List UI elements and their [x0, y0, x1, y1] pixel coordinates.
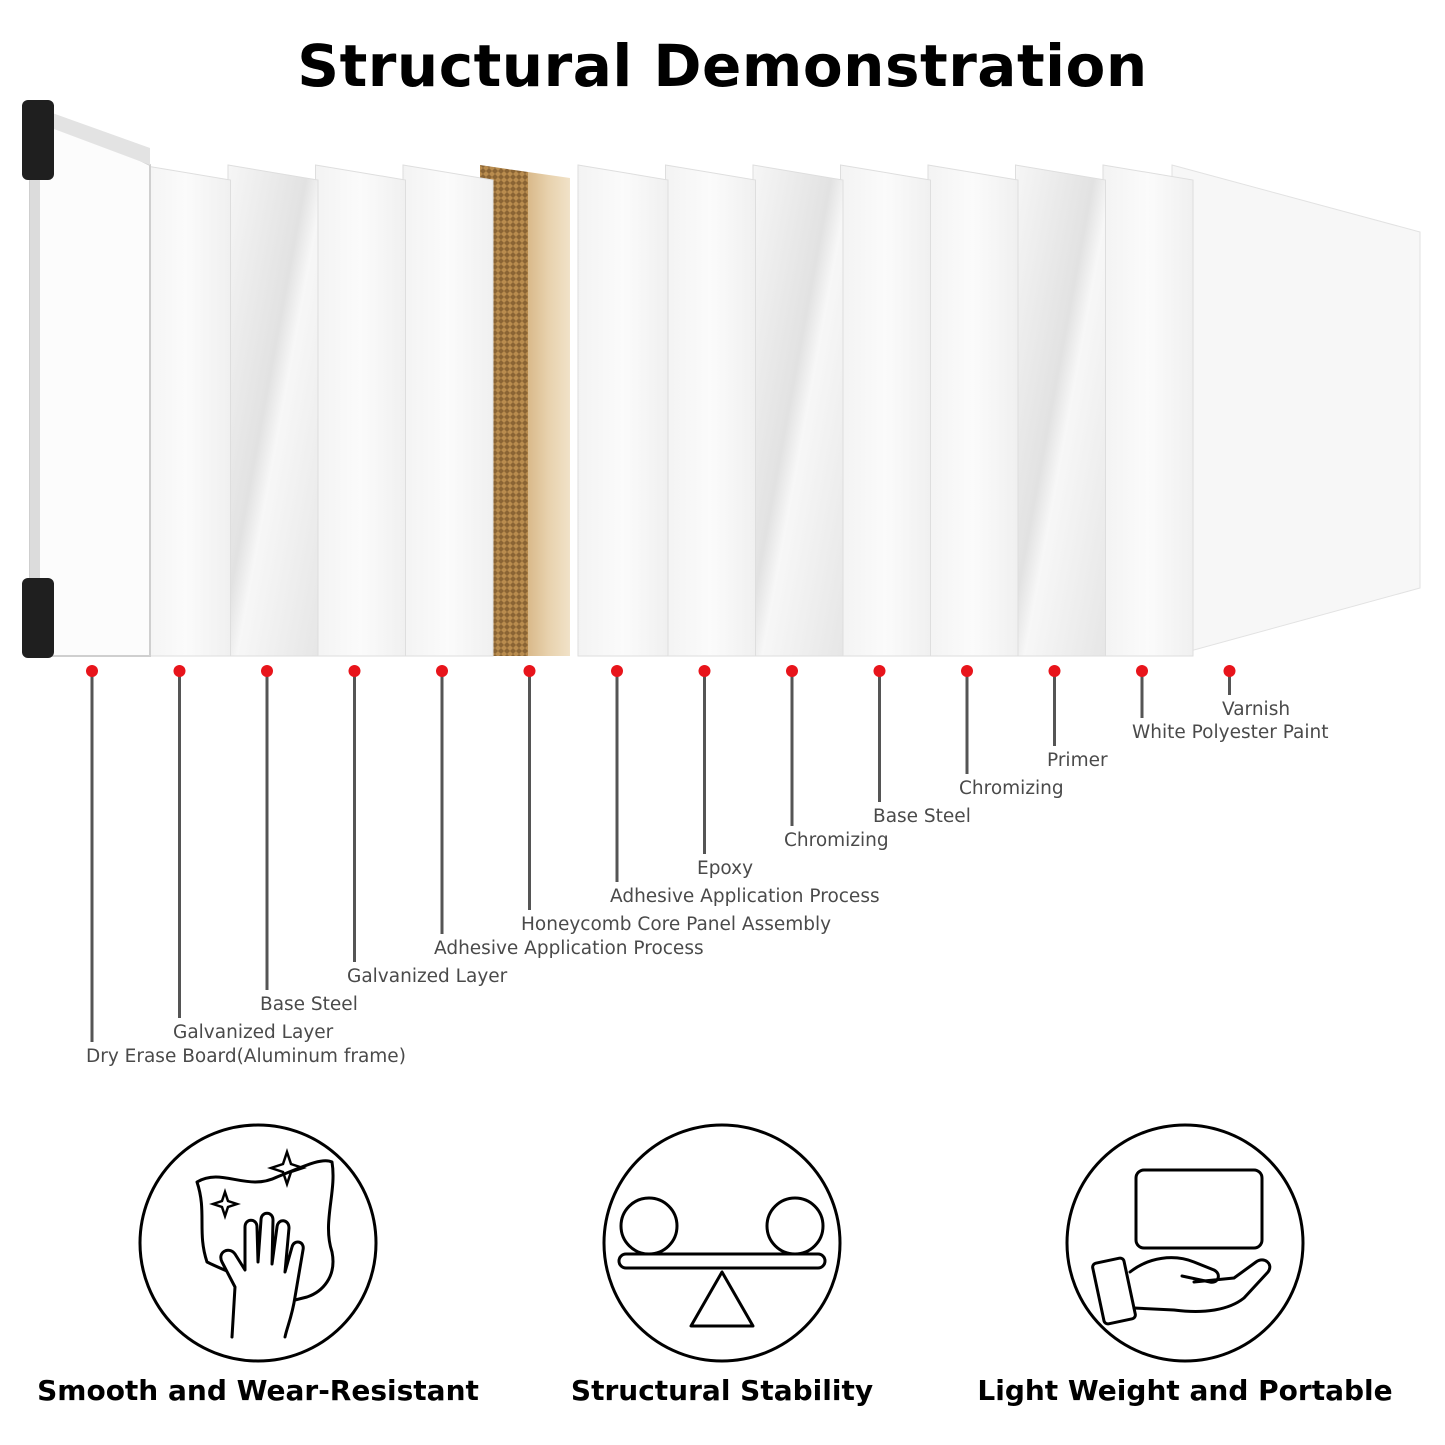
- layer-marker: [523, 665, 536, 677]
- layer-marker: [173, 665, 186, 677]
- layer-label: Adhesive Application Process: [434, 938, 704, 959]
- layer-label: Chromizing: [959, 778, 1064, 799]
- layer-marker: [1136, 665, 1148, 677]
- layer-label: Galvanized Layer: [347, 966, 508, 987]
- layer-label: Base Steel: [873, 806, 971, 827]
- layer-label: Chromizing: [784, 830, 889, 851]
- layer-marker: [1048, 665, 1061, 677]
- layer-marker: [698, 665, 711, 677]
- layer-label: Base Steel: [260, 994, 358, 1015]
- layer-label: Galvanized Layer: [173, 1022, 334, 1043]
- hand-holding-board-icon: [1064, 1122, 1306, 1368]
- layer-label: Epoxy: [697, 858, 754, 879]
- feature-caption-portable: Light Weight and Portable: [977, 1374, 1393, 1407]
- layer-label: Honeycomb Core Panel Assembly: [521, 914, 832, 935]
- balance-scale-icon: [601, 1122, 843, 1368]
- layer-marker: [261, 665, 273, 677]
- layer-marker: [348, 665, 361, 677]
- layer-label: Adhesive Application Process: [610, 886, 880, 907]
- layer-marker: [436, 665, 448, 677]
- page-title: Structural Demonstration: [297, 32, 1148, 100]
- layer-marker: [873, 665, 886, 677]
- layer-marker: [786, 665, 798, 677]
- wipe-hand-icon: [137, 1122, 379, 1368]
- layer-stack-diagram: [22, 100, 1421, 1042]
- feature-caption-smooth: Smooth and Wear-Resistant: [37, 1374, 479, 1407]
- layer-marker: [1223, 665, 1236, 677]
- layer-marker: [86, 665, 98, 677]
- layer-marker: [611, 665, 623, 677]
- layer-marker: [961, 665, 973, 677]
- layer-label: Varnish: [1222, 699, 1291, 720]
- layer-label: Dry Erase Board(Aluminum frame): [86, 1046, 406, 1067]
- layer-label: Primer: [1047, 750, 1108, 771]
- layer-label: White Polyester Paint: [1132, 722, 1329, 743]
- feature-caption-stability: Structural Stability: [570, 1374, 874, 1407]
